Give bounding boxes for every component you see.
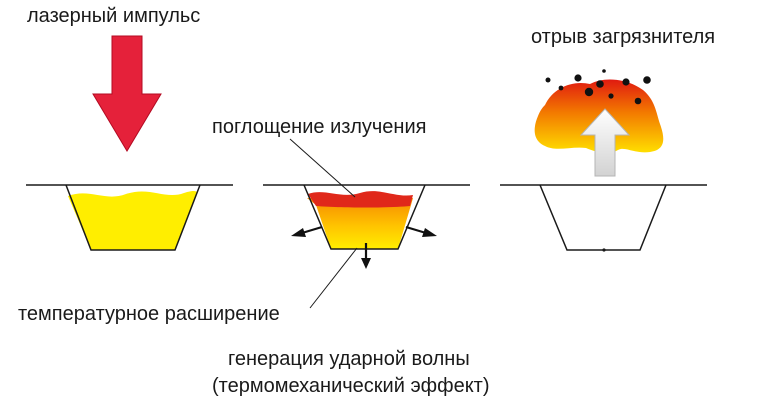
absorption-pointer-line — [289, 138, 356, 198]
pit-outline-1 — [65, 184, 201, 251]
label-shock-wave: генерация ударной волны — [228, 348, 470, 370]
stage-detachment — [500, 69, 707, 252]
label-laser-pulse: лазерный импульс — [27, 5, 201, 27]
pit-bottom-mark — [602, 248, 606, 252]
contaminant-fill-1 — [68, 191, 197, 250]
stage-absorption — [263, 138, 470, 309]
pit-outline-2 — [303, 184, 426, 250]
expansion-arrow-left — [291, 225, 323, 237]
heated-contaminant-fill — [307, 198, 413, 249]
label-radiation-absorption: поглощение излучения — [212, 116, 427, 138]
absorbed-layer — [308, 191, 413, 208]
ejection-arrow-up — [579, 108, 631, 177]
laser-pulse-arrow — [92, 35, 162, 152]
contaminant-particles — [545, 69, 651, 105]
label-thermal-expansion: температурное расширение — [18, 303, 280, 325]
label-thermomechanical-effect: (термомеханический эффект) — [212, 375, 490, 397]
expansion-arrow-right — [405, 225, 437, 237]
shock-wave-arrow-down — [361, 243, 371, 269]
stage-laser-pulse — [26, 35, 233, 251]
label-contaminant-detachment: отрыв загрязнителя — [531, 26, 716, 48]
empty-pit-outline — [539, 184, 667, 251]
expansion-pointer-line — [309, 247, 358, 309]
